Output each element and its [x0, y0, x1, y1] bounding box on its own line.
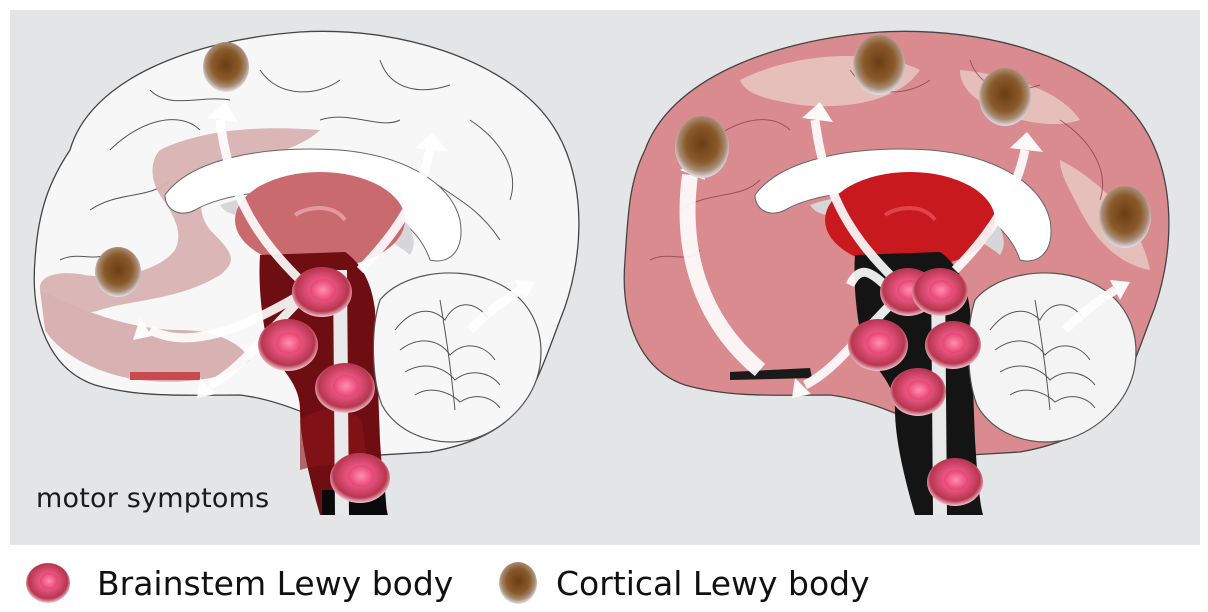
brainstem-lewy-body	[330, 453, 390, 503]
cortical-lewy-body	[675, 116, 729, 178]
legend-cortical-label: Cortical Lewy body	[556, 567, 870, 600]
brainstem-lewy-body	[315, 363, 375, 413]
cortical-lewy-body-icon	[499, 562, 537, 604]
cortical-lewy-body	[979, 68, 1031, 126]
brainstem-lewy-body-icon	[26, 563, 70, 603]
brainstem-lewy-body	[925, 321, 981, 369]
brainstem-lewy-body	[848, 319, 908, 371]
brainstem-lewy-body	[890, 368, 946, 416]
brainstem-lewy-body	[292, 267, 352, 317]
cortical-lewy-body	[853, 35, 905, 95]
cortical-lewy-body	[1099, 186, 1151, 248]
brainstem-lewy-body	[912, 268, 968, 316]
cortical-lewy-body	[203, 42, 249, 92]
legend-brainstem-label: Brainstem Lewy body	[97, 567, 453, 600]
cortical-lewy-body	[95, 247, 141, 297]
brainstem-lewy-body	[258, 319, 318, 371]
panel-label-motor-symptoms: motor symptoms	[36, 483, 269, 514]
brainstem-lewy-body	[927, 458, 983, 506]
